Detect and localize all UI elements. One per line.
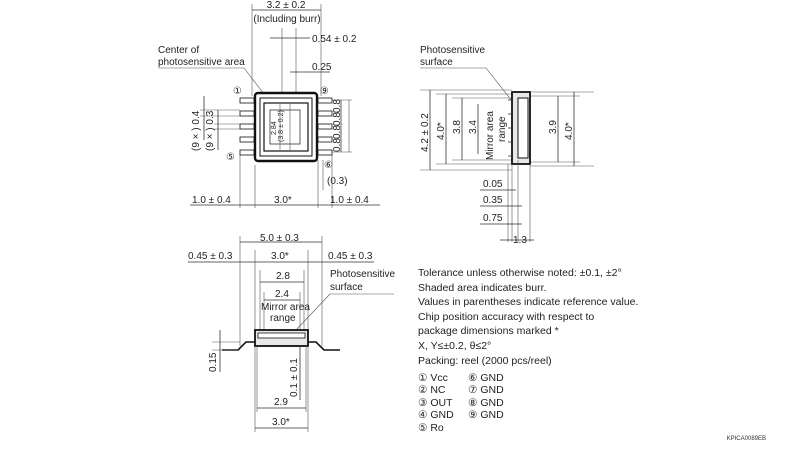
right-pitch-3: 0.8 — [332, 125, 343, 139]
dim-015: 0.15 — [208, 352, 219, 372]
pin-7: ⑦ GND — [468, 384, 504, 397]
drawing-code: KPICA0089EB — [726, 436, 766, 442]
pin-1: ① Vcc — [418, 372, 448, 384]
dim-bottom-center: 3.0* — [274, 195, 292, 206]
dim-height: 4.2 ± 0.2 — [420, 113, 431, 152]
dim-39: 3.9 — [548, 120, 559, 134]
dim-30b: 3.0* — [272, 417, 290, 428]
dim-40a: 4.0* — [436, 122, 447, 140]
pin-8: ⑧ GND — [468, 396, 504, 409]
dim-30: 3.0* — [271, 251, 289, 262]
stack-dim-1: 0.05 — [483, 179, 503, 190]
pin-5-label: ⑤ — [226, 152, 235, 163]
dim-29: 2.9 — [274, 397, 288, 408]
notes: Tolerance unless otherwise noted: ±0.1, … — [418, 266, 638, 368]
chip-dim-2: (3.8 ± 0.2) — [278, 110, 285, 142]
dim-01: 0.1 ± 0.1 — [289, 358, 300, 397]
front-label-1: Photosensitive — [330, 269, 395, 280]
left-pins — [239, 97, 255, 156]
mirror-label-1: Mirror area — [485, 111, 496, 160]
dim-50: 5.0 ± 0.3 — [260, 233, 299, 244]
dim-24: 2.4 — [275, 289, 289, 300]
center-label-2: photosensitive area — [158, 57, 245, 68]
front-label-2: surface — [330, 282, 363, 293]
note-4: Chip position accuracy with respect to — [418, 310, 595, 323]
ref-03: (0.3) — [327, 176, 348, 187]
dim-054: 0.54 ± 0.2 — [312, 34, 357, 45]
pin-4: ④ GND — [418, 409, 454, 422]
note-1: Tolerance unless otherwise noted: ±0.1, … — [418, 267, 622, 279]
dim-bottom-left: 1.0 ± 0.4 — [192, 195, 231, 206]
pin-9-label: ⑨ — [320, 86, 329, 97]
front-mirror-1: Mirror area — [261, 302, 310, 313]
pin-2: ② NC — [418, 384, 446, 397]
right-pitch-4: 0.8 — [332, 138, 343, 152]
top-view: 3.2 ± 0.2 (Including burr) 0.54 ± 0.2 0.… — [158, 0, 380, 208]
pin-6: ⑥ GND — [468, 372, 504, 384]
stack-dim-4: 1.3 — [513, 235, 527, 246]
side-label-2: surface — [420, 57, 453, 68]
pitch-04: (9 × ) 0.4 — [191, 110, 202, 151]
stack-dim-3: 0.75 — [483, 213, 503, 224]
side-label-1: Photosensitive — [420, 45, 485, 56]
burr-note: (Including burr) — [253, 14, 320, 25]
note-3: Values in parentheses indicate reference… — [418, 296, 639, 309]
dim-38: 3.8 — [452, 120, 463, 134]
right-pitch-1: 0.8 — [332, 99, 343, 113]
dim-025: 0.25 — [312, 62, 332, 73]
dim-width-burr: 3.2 ± 0.2 — [267, 0, 306, 11]
dim-bottom-right: 1.0 ± 0.4 — [330, 195, 369, 206]
pin-1-label: ① — [233, 86, 242, 97]
note-7: Packing: reel (2000 pcs/reel) — [418, 354, 552, 367]
note-5: package dimensions marked * — [418, 325, 559, 338]
pitch-03: (9 × ) 0.3 — [205, 110, 216, 151]
note-6: X, Y≤±0.2, θ≤2° — [418, 339, 492, 352]
pin-5: ⑤ Ro — [418, 421, 444, 434]
mirror-label-2: range — [497, 116, 508, 142]
chip-dim: 2.84 — [271, 121, 278, 135]
dim-right: 0.45 ± 0.3 — [328, 251, 373, 262]
front-mirror-2: range — [270, 313, 296, 324]
pin-9: ⑨ GND — [468, 409, 504, 422]
side-view: Photosensitive surface 4.2 ± 0.2 4.0* 3.… — [420, 45, 594, 246]
pin-3: ③ OUT — [418, 396, 453, 409]
right-pitch-2: 0.8 — [332, 112, 343, 126]
pin-6-label: ⑥ — [324, 160, 333, 171]
dim-34: 3.4 — [468, 120, 479, 134]
dim-28: 2.8 — [276, 271, 290, 282]
pin-legend: ① Vcc ⑥ GND ② NC ⑦ GND ③ OUT ⑧ GND ④ GND ⑨ G… — [418, 372, 518, 434]
dim-40b: 4.0* — [564, 122, 575, 140]
center-label-1: Center of — [158, 45, 199, 56]
front-view: 5.0 ± 0.3 0.45 ± 0.3 3.0* 0.45 ± 0.3 2.8… — [188, 233, 395, 432]
dim-left: 0.45 ± 0.3 — [188, 251, 233, 262]
note-2: Shaded area indicates burr. — [418, 281, 547, 294]
right-pins — [317, 97, 333, 156]
stack-dim-2: 0.35 — [483, 195, 503, 206]
